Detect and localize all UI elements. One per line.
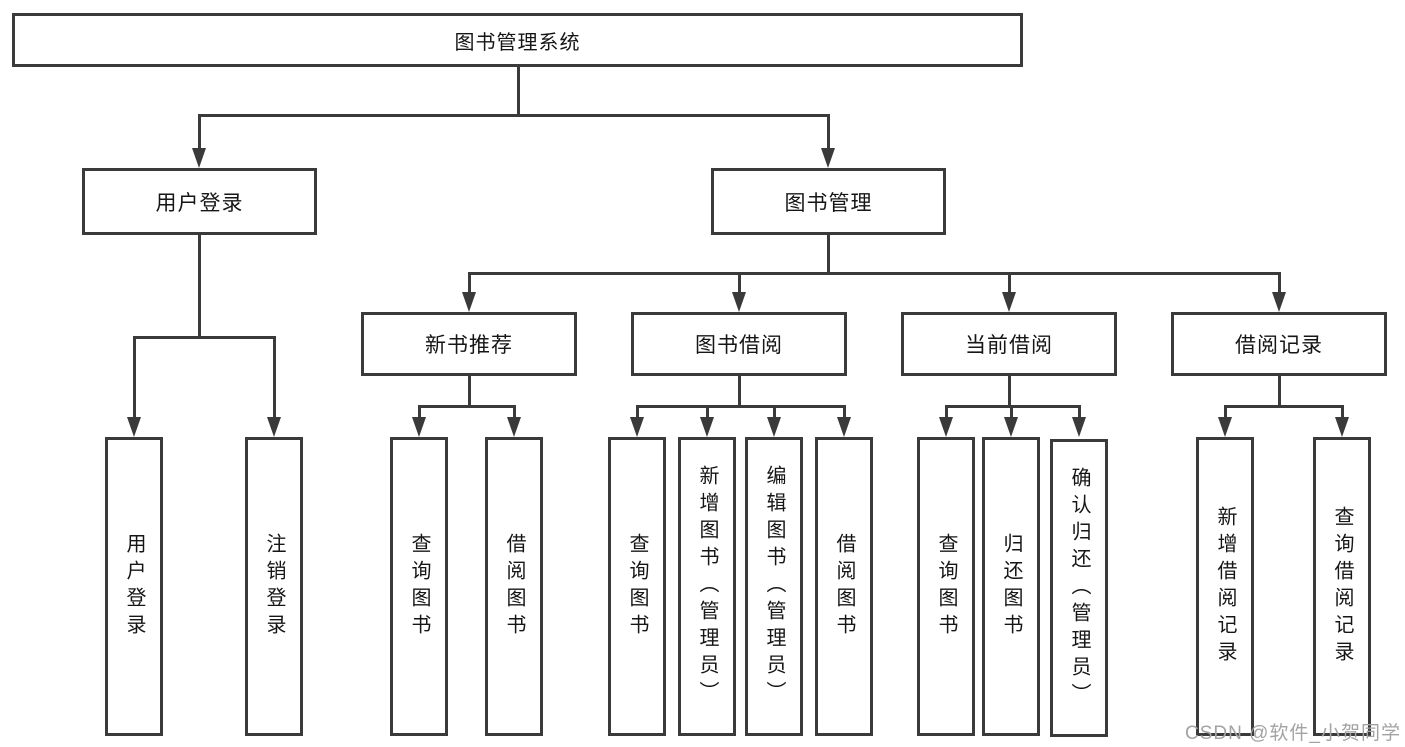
leaf-query-borrow-record: 查询借阅记录 xyxy=(1313,437,1371,736)
arrow-down-icon xyxy=(127,417,141,437)
connector-stub xyxy=(133,336,136,420)
node-label: 图书管理系统 xyxy=(454,31,581,54)
connector-stub xyxy=(1078,405,1081,420)
leaf-label: 编辑图书（管理员） xyxy=(763,465,785,708)
leaf-label: 归还图书 xyxy=(1000,532,1022,641)
node-label: 用户登录 xyxy=(155,191,244,215)
arrow-down-icon xyxy=(1272,292,1286,312)
arrow-down-icon xyxy=(267,417,281,437)
leaf-return-books: 归还图书 xyxy=(982,437,1040,736)
arrow-down-icon xyxy=(1218,417,1232,437)
leaf-query-books-current: 查询图书 xyxy=(917,437,975,736)
arrow-down-icon xyxy=(507,417,521,437)
leaf-borrow-books-recommend: 借阅图书 xyxy=(485,437,543,736)
arrow-down-icon xyxy=(837,417,851,437)
connector-book-mgmt-drop xyxy=(827,235,830,275)
leaf-label: 确认归还（管理员） xyxy=(1068,466,1090,710)
node-label: 图书借阅 xyxy=(695,334,783,357)
connector-stub xyxy=(1278,272,1281,296)
node-book-borrow: 图书借阅 xyxy=(631,312,847,376)
connector-stub xyxy=(513,405,516,420)
connector-root-drop xyxy=(517,67,520,116)
leaf-query-books-borrow: 查询图书 xyxy=(608,437,666,736)
node-label: 借阅记录 xyxy=(1235,334,1323,357)
leaf-label: 查询图书 xyxy=(935,532,957,641)
arrow-down-icon xyxy=(767,417,781,437)
node-label: 当前借阅 xyxy=(965,334,1053,357)
arrow-down-icon xyxy=(630,417,644,437)
leaf-label: 查询图书 xyxy=(408,532,430,641)
leaf-logout: 注销登录 xyxy=(245,437,303,736)
arrow-down-icon xyxy=(821,148,835,168)
node-borrow-records: 借阅记录 xyxy=(1171,312,1387,376)
node-new-book-recommend: 新书推荐 xyxy=(361,312,577,376)
arrow-down-icon xyxy=(412,417,426,437)
leaf-add-books-admin: 新增图书（管理员） xyxy=(678,437,736,736)
node-library-management-system: 图书管理系统 xyxy=(12,13,1023,67)
node-label: 图书管理 xyxy=(784,191,873,215)
connector-stub xyxy=(945,405,948,420)
arrow-down-icon xyxy=(462,292,476,312)
leaf-borrow-books: 借阅图书 xyxy=(815,437,873,736)
connector-user-login-bar xyxy=(134,336,275,339)
connector-records-bar xyxy=(1225,405,1344,408)
leaf-confirm-return-admin: 确认归还（管理员） xyxy=(1050,439,1108,737)
connector-borrow-drop xyxy=(738,376,741,407)
leaf-label: 新增图书（管理员） xyxy=(696,465,718,708)
connector-stub xyxy=(1224,405,1227,420)
leaf-label: 查询图书 xyxy=(626,532,648,641)
connector-recommend-drop xyxy=(468,376,471,407)
node-book-management: 图书管理 xyxy=(711,168,946,235)
arrow-down-icon xyxy=(1072,417,1086,437)
connector-current-drop xyxy=(1008,376,1011,407)
node-user-login: 用户登录 xyxy=(82,168,317,235)
connector-level2-bar xyxy=(198,114,830,117)
connector-stub xyxy=(843,405,846,420)
connector-user-login-drop xyxy=(198,235,201,338)
connector-stub xyxy=(198,114,201,151)
connector-stub xyxy=(1010,405,1013,420)
arrow-down-icon xyxy=(1335,417,1349,437)
leaf-label: 借阅图书 xyxy=(833,532,855,641)
connector-stub xyxy=(827,114,830,151)
connector-recommend-bar xyxy=(419,405,515,408)
arrow-down-icon xyxy=(700,417,714,437)
leaf-label: 借阅图书 xyxy=(503,532,525,641)
leaf-label: 注销登录 xyxy=(263,532,285,641)
connector-stub xyxy=(418,405,421,420)
leaf-query-books-recommend: 查询图书 xyxy=(390,437,448,736)
leaf-label: 新增借阅记录 xyxy=(1214,505,1236,668)
connector-stub xyxy=(706,405,709,420)
connector-borrow-bar xyxy=(637,405,845,408)
node-label: 新书推荐 xyxy=(425,334,513,357)
arrow-down-icon xyxy=(732,292,746,312)
leaf-label: 用户登录 xyxy=(123,532,145,641)
arrow-down-icon xyxy=(192,148,206,168)
connector-stub xyxy=(738,272,741,296)
connector-stub xyxy=(773,405,776,420)
leaf-label: 查询借阅记录 xyxy=(1331,505,1353,668)
connector-current-bar xyxy=(946,405,1081,408)
leaf-edit-books-admin: 编辑图书（管理员） xyxy=(745,437,803,736)
connector-stub xyxy=(468,272,471,296)
connector-stub xyxy=(273,336,276,420)
connector-level3-bar xyxy=(469,272,1281,275)
connector-stub xyxy=(636,405,639,420)
leaf-add-borrow-record: 新增借阅记录 xyxy=(1196,437,1254,736)
connector-stub xyxy=(1008,272,1011,296)
watermark-text: CSDN @软件_小贺同学 xyxy=(1185,723,1401,744)
arrow-down-icon xyxy=(939,417,953,437)
connector-records-drop xyxy=(1278,376,1281,407)
arrow-down-icon xyxy=(1004,417,1018,437)
connector-stub xyxy=(1341,405,1344,420)
arrow-down-icon xyxy=(1002,292,1016,312)
node-current-borrow: 当前借阅 xyxy=(901,312,1117,376)
leaf-user-login: 用户登录 xyxy=(105,437,163,736)
